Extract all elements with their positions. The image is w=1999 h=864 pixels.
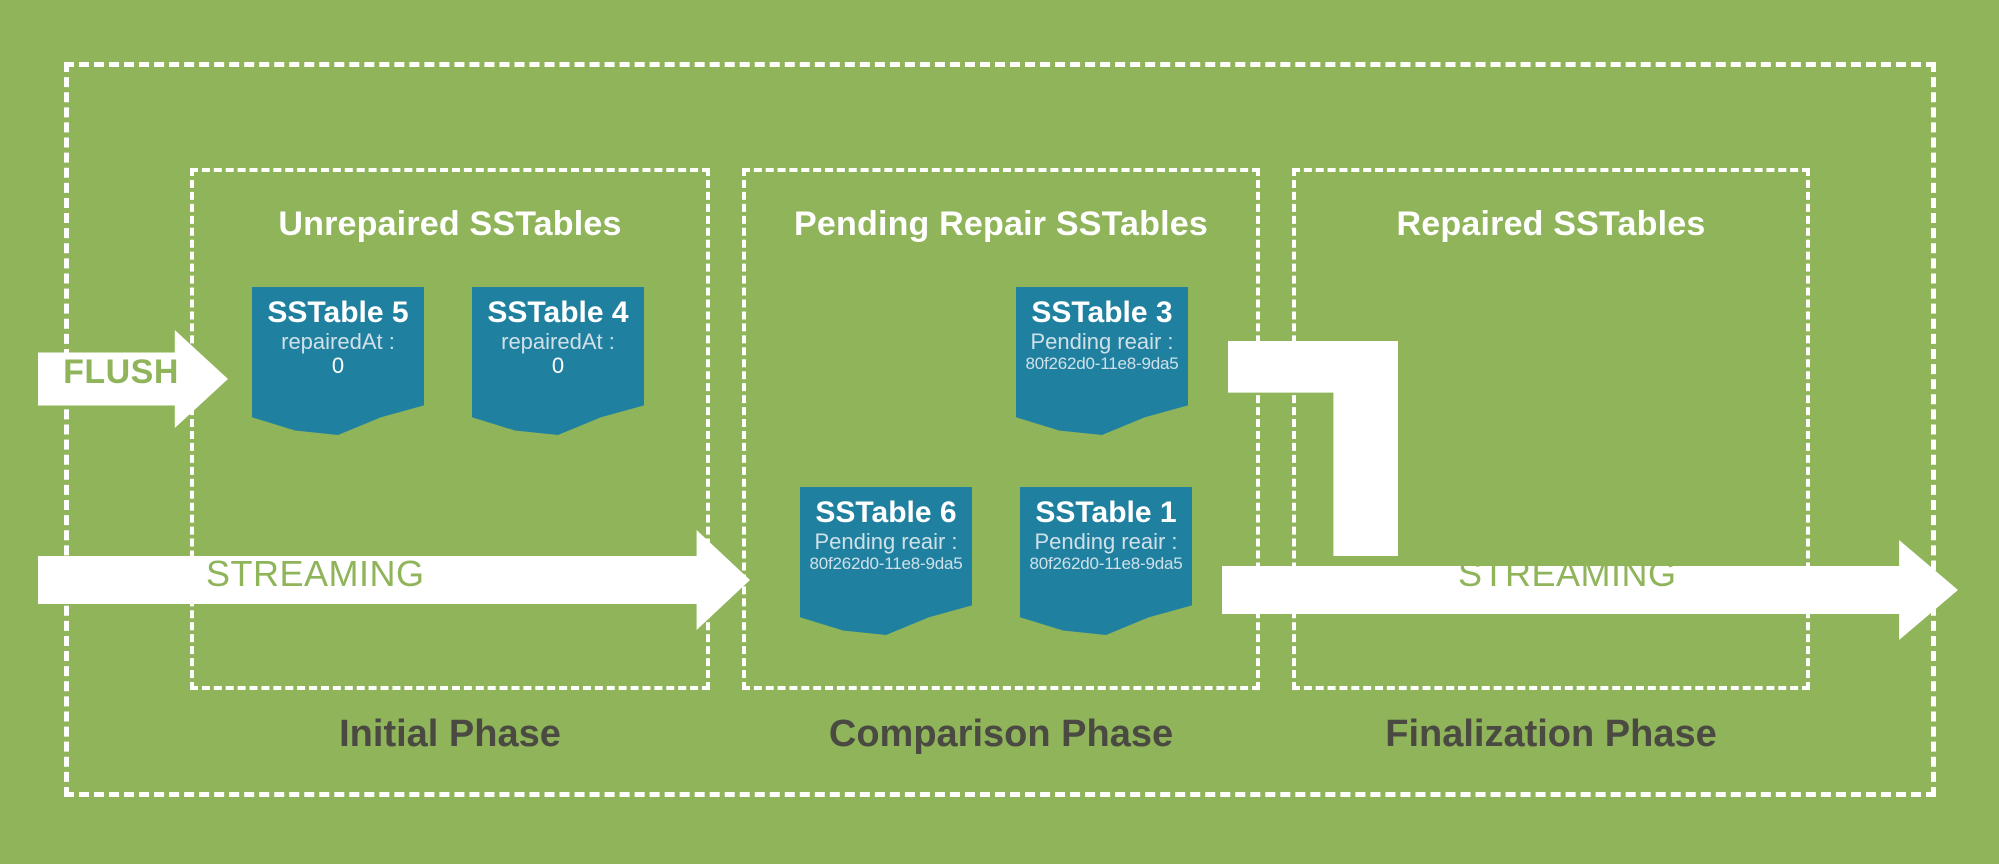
phase-label-initial: Initial Phase [339, 713, 561, 755]
sstable-meta-label: Pending reair : [1030, 328, 1174, 354]
phase-frame-initial [190, 168, 710, 690]
sstable-meta-value: 80f262d0-11e8-9da5 [1025, 354, 1179, 374]
column-header-repaired: Repaired SSTables [1396, 205, 1706, 243]
sstable-title: SSTable 3 [1031, 296, 1173, 329]
sstable-meta-value: 0 [331, 353, 345, 379]
sstable-title: SSTable 1 [1035, 496, 1177, 529]
sstable-meta-label: repairedAt : [281, 328, 395, 354]
sstable-title: SSTable 6 [815, 496, 957, 529]
sstable-meta-label: Pending reair : [814, 528, 958, 554]
column-header-pending-repair: Pending Repair SSTables [794, 205, 1208, 243]
column-header-unrepaired: Unrepaired SSTables [278, 205, 622, 243]
streaming-arrow-right-label: STREAMING [1458, 553, 1677, 594]
sstable-card-sstable6[interactable]: SSTable 6 Pending reair : 80f262d0-11e8-… [800, 487, 972, 635]
sstable-card-sstable1[interactable]: SSTable 1 Pending reair : 80f262d0-11e8-… [1020, 487, 1192, 635]
streaming-arrow-left-label: STREAMING [206, 553, 425, 594]
sstable-title: SSTable 4 [487, 296, 629, 329]
sstable-card-sstable4[interactable]: SSTable 4 repairedAt : 0 [472, 287, 644, 435]
sstable-card-sstable5[interactable]: SSTable 5 repairedAt : 0 [252, 287, 424, 435]
sstable-meta-label: repairedAt : [501, 328, 615, 354]
phase-label-finalization: Finalization Phase [1385, 713, 1717, 755]
sstable-card-sstable3[interactable]: SSTable 3 Pending reair : 80f262d0-11e8-… [1016, 287, 1188, 435]
phase-label-comparison: Comparison Phase [828, 713, 1174, 755]
sstable-meta-value: 0 [551, 353, 565, 379]
flush-arrow-label: FLUSH [63, 353, 179, 391]
sstable-meta-value: 80f262d0-11e8-9da5 [809, 554, 963, 574]
sstable-title: SSTable 5 [267, 296, 409, 329]
elbow-connector-arrow [1228, 341, 1398, 556]
sstable-meta-label: Pending reair : [1034, 528, 1178, 554]
sstable-meta-value: 80f262d0-11e8-9da5 [1029, 554, 1183, 574]
